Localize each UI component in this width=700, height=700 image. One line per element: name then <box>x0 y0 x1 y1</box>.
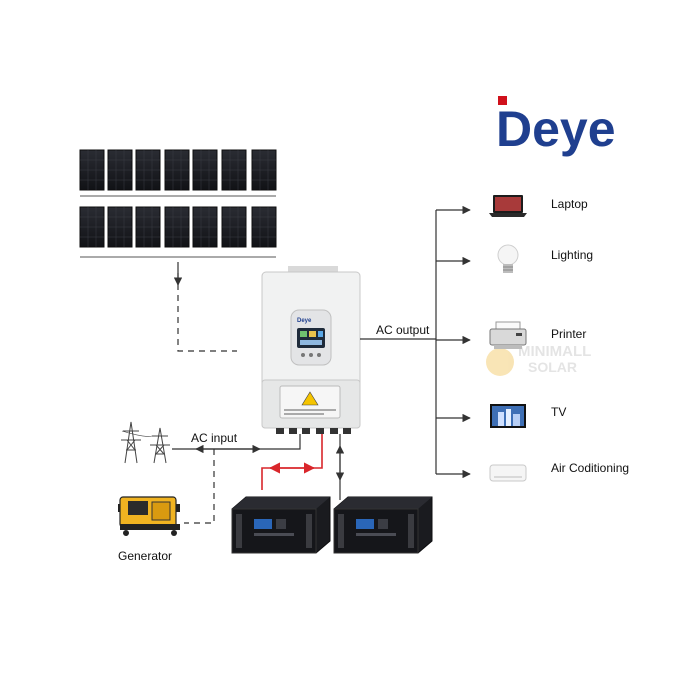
ac-output-label: AC output <box>376 323 430 337</box>
solar-panel <box>251 206 277 248</box>
solar-panel <box>135 149 161 191</box>
load-label: Printer <box>551 327 586 341</box>
solar-panel <box>221 149 247 191</box>
generator-label: Generator <box>118 549 172 563</box>
solar-panel <box>107 206 133 248</box>
solar-panel <box>251 149 277 191</box>
dc-link-line <box>177 262 237 352</box>
battery-bank <box>231 496 433 554</box>
watermark-sun-icon <box>486 348 514 376</box>
inverter-brand: Deye <box>297 318 312 324</box>
hybrid-inverter: Deye <box>261 266 361 434</box>
load-arrows <box>436 205 471 479</box>
load-label: Air Coditioning <box>551 461 629 475</box>
solar-panel <box>107 149 133 191</box>
inverter-connectors <box>276 428 351 434</box>
solar-panel <box>135 206 161 248</box>
battery-module <box>231 496 331 554</box>
ac-input-label: AC input <box>191 431 238 445</box>
load-label: Laptop <box>551 197 588 211</box>
light-bulb-icon <box>497 244 519 273</box>
laptop-icon <box>489 195 527 217</box>
solar-panel <box>221 206 247 248</box>
solar-panel <box>192 149 218 191</box>
load-label: TV <box>551 405 566 419</box>
solar-panel <box>164 149 190 191</box>
air-conditioner-icon <box>489 464 527 482</box>
solar-panel <box>79 149 105 191</box>
printer-icon <box>489 321 527 349</box>
solar-panel <box>79 206 105 248</box>
deye-logo: Deye <box>496 96 616 157</box>
grid-tower-icon <box>121 421 170 464</box>
generator-icon <box>118 496 180 536</box>
panel-wiring <box>80 195 276 258</box>
generator-link-line <box>184 449 215 524</box>
watermark-line2: SOLAR <box>528 359 577 375</box>
tv-icon <box>490 404 526 428</box>
logo-wordmark: Deye <box>496 101 616 157</box>
ac-output-wiring <box>360 210 437 474</box>
watermark: MINIMALL SOLAR <box>486 343 591 376</box>
solar-panel <box>192 206 218 248</box>
solar-panel-array <box>79 149 277 248</box>
battery-link-red <box>261 434 323 490</box>
load-label: Lighting <box>551 248 593 262</box>
solar-panel <box>164 206 190 248</box>
warning-icon <box>301 391 319 406</box>
battery-module <box>333 496 433 554</box>
logo-red-square <box>498 96 507 105</box>
watermark-line1: MINIMALL <box>518 343 591 360</box>
